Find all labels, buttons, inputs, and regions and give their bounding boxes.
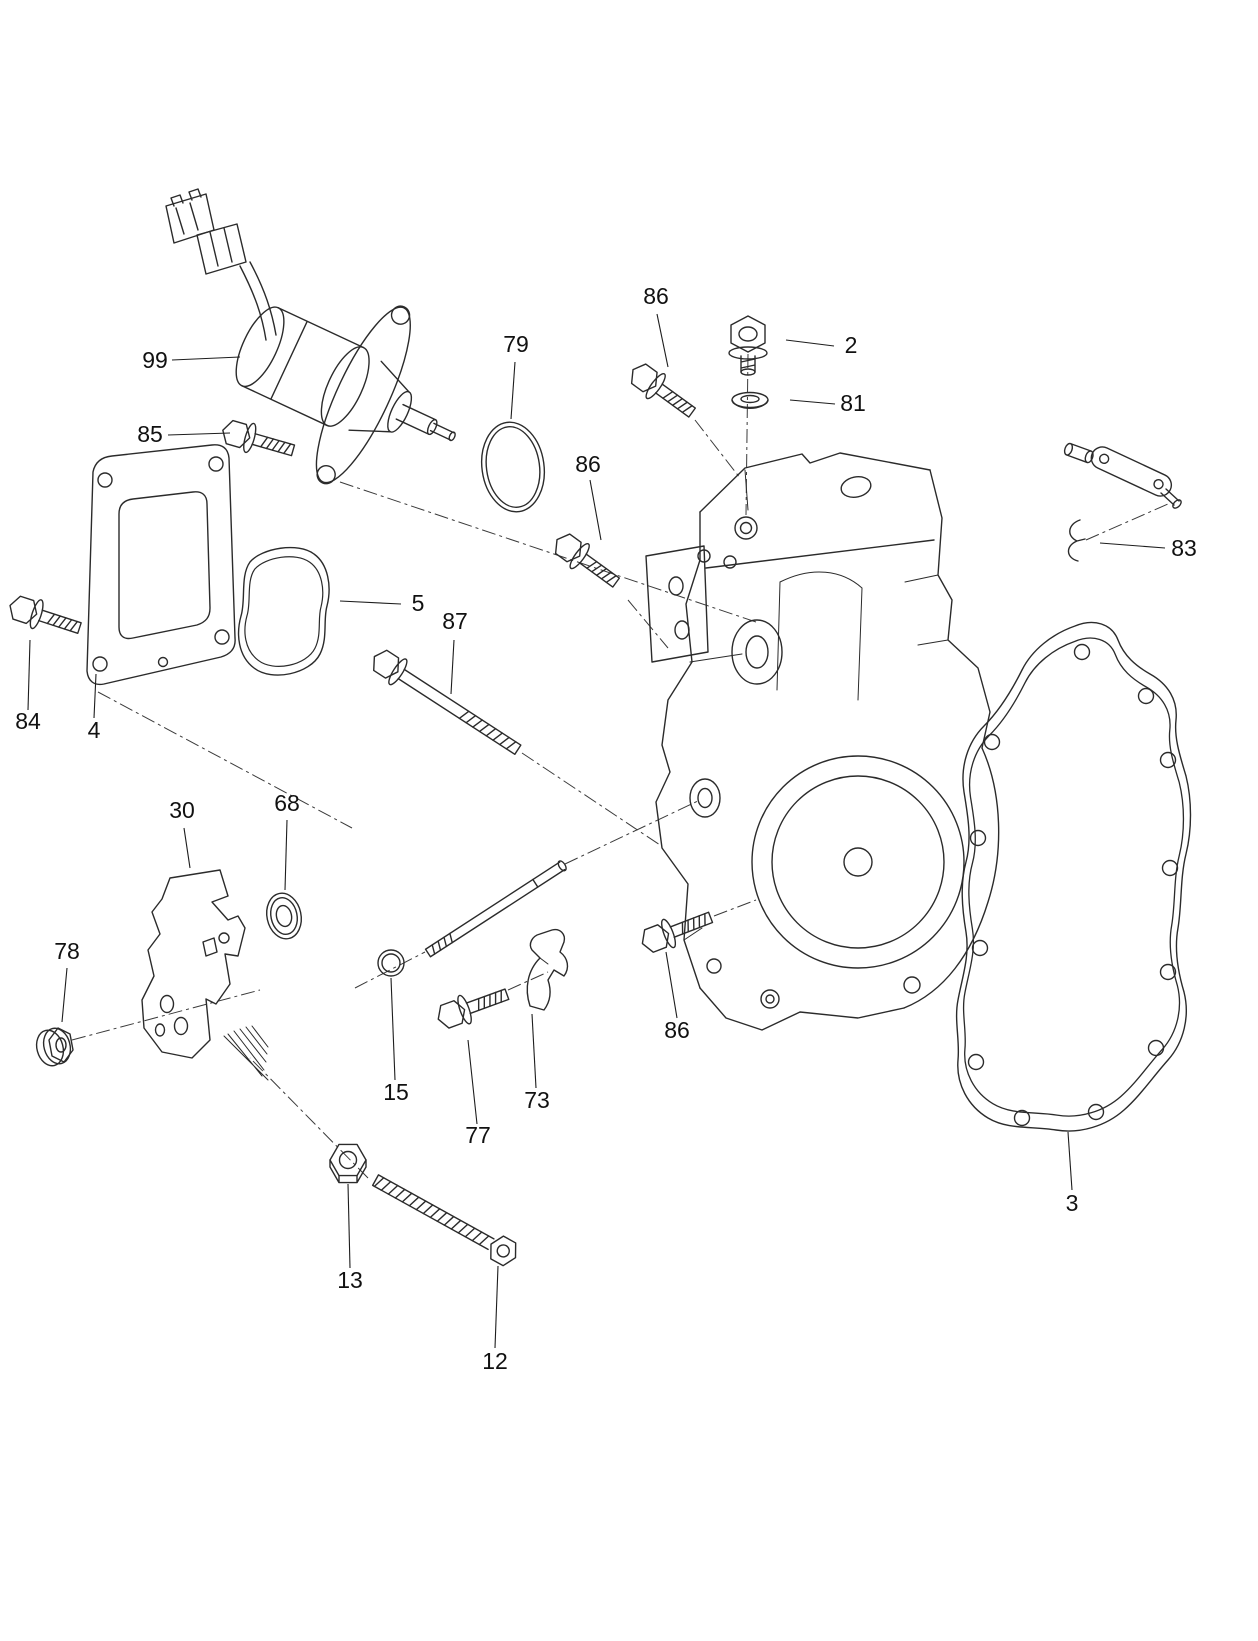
- callout-81: 81: [840, 390, 866, 416]
- callout-99: 99: [142, 347, 168, 373]
- callout-4: 4: [88, 717, 101, 743]
- part-housing: [645, 452, 1000, 1031]
- callout-13: 13: [337, 1267, 363, 1293]
- part-73-clamp: [526, 928, 569, 1011]
- centerlines: [71, 353, 1169, 1179]
- part-3-gasket: [955, 621, 1192, 1132]
- part-86-bolt-bottom: [636, 902, 717, 959]
- callout-30: 30: [169, 797, 195, 823]
- callout-12: 12: [482, 1348, 508, 1374]
- part-30-bracket: [141, 869, 246, 1059]
- part-86-bolt-mid: [547, 526, 626, 596]
- callout-86-mid: 86: [575, 451, 601, 477]
- part-68-washer: [265, 892, 303, 940]
- callout-3: 3: [1066, 1190, 1079, 1216]
- part-5-gasket: [237, 546, 330, 676]
- callout-78: 78: [54, 938, 80, 964]
- callout-2: 2: [845, 332, 858, 358]
- part-87-bolt-long: [365, 643, 527, 763]
- part-81-washer: [731, 391, 769, 409]
- callout-84: 84: [15, 708, 41, 734]
- part-86-bolt-top: [623, 356, 702, 426]
- part-85-bolt: [217, 415, 298, 466]
- part-78-nut: [35, 1027, 74, 1067]
- hatch-marks: [223, 1025, 269, 1081]
- callout-87: 87: [442, 608, 468, 634]
- callout-73: 73: [524, 1087, 550, 1113]
- part-83-link-clip: [1063, 442, 1182, 562]
- part-77-bolt: [432, 979, 513, 1034]
- callout-86-top: 86: [643, 283, 669, 309]
- part-2-plug-bolt: [728, 315, 768, 376]
- callout-86-bottom: 86: [664, 1017, 690, 1043]
- callout-77: 77: [465, 1122, 491, 1148]
- callout-85: 85: [137, 421, 163, 447]
- leader-lines: [27, 313, 1166, 1349]
- part-79-o-ring: [480, 421, 546, 513]
- part-84-bolt: [4, 590, 85, 644]
- callout-79: 79: [503, 331, 529, 357]
- part-13-nut: [329, 1143, 367, 1184]
- part-shaft: [424, 860, 567, 958]
- part-12-bolt: [368, 1168, 523, 1270]
- callout-68: 68: [274, 790, 300, 816]
- callout-labels: 99 85 79 86 2 81 86 83 5 87 84 4 30 68 7…: [15, 283, 1197, 1374]
- callout-15: 15: [383, 1079, 409, 1105]
- part-99-solenoid: [165, 188, 456, 485]
- part-4-gasket: [86, 444, 236, 686]
- callout-83: 83: [1171, 535, 1197, 561]
- callout-5: 5: [412, 590, 425, 616]
- part-15-o-ring: [377, 949, 405, 977]
